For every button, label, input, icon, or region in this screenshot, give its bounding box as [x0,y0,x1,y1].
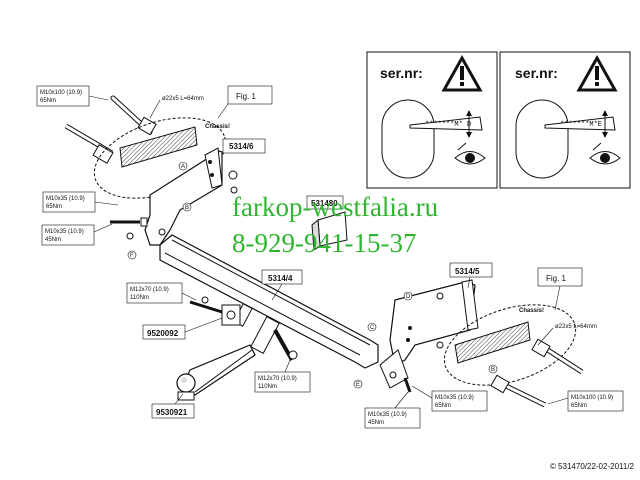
bracket-right [379,279,479,393]
spec-bolt-low-left: M10x35 (10.9) 45Nm [41,223,113,246]
spec-bolt-right-mid: M10x35 (10.9) 65Nm [411,385,488,412]
fig-label-left: Fig. 1 [217,85,273,119]
svg-text:Fig. 1: Fig. 1 [546,274,567,283]
chassis-note-right: Chassis! [519,308,544,314]
svg-text:5314/6: 5314/6 [229,142,254,151]
svg-text:M10x35 (10.9): M10x35 (10.9) [368,412,407,418]
serial-number-inset-right: ser.nr: *******M*E [499,51,631,189]
part-label-crossbar: 5314/4 [261,269,303,301]
sernr-label-right: ser.nr: [515,65,558,81]
circle-label-c: C [370,325,375,331]
left-bolt-and-pipe-assembly [64,95,227,199]
spec-pipe-left: ø22x5 L=64mm [149,96,204,119]
circle-label-f: F [130,253,134,259]
svg-text:9530921: 9530921 [156,408,188,417]
bolts-center [110,170,298,361]
svg-text:M10x35 (10.9): M10x35 (10.9) [45,229,84,235]
fig-label-right: Fig. 1 [537,267,583,311]
watermark-phone: 8-929-941-15-37 [232,228,417,258]
svg-text:110Nm: 110Nm [130,295,149,301]
right-bolt-and-pipe-assembly [443,304,584,408]
electric-kit [189,296,241,326]
copyright-note: © 531470/22-02-2011/2 [549,462,634,471]
svg-text:Fig. 1: Fig. 1 [236,92,257,101]
spec-bolt-m12-center: M12x70 (10.9) 110Nm [254,359,311,393]
svg-text:65Nm: 65Nm [46,204,62,210]
eye-icon [454,142,486,165]
svg-text:M10x100 (10.9): M10x100 (10.9) [40,90,82,96]
part-label-bracket-left: 5314/6 [222,138,266,154]
svg-text:9520092: 9520092 [147,329,179,338]
part-label-towball: 9530921 [151,393,195,419]
circle-label-a: A [181,164,185,170]
svg-text:110Nm: 110Nm [258,384,277,390]
circle-label-d: D [406,294,411,300]
spec-pipe-right: ø22x5 L=64mm [537,324,597,346]
part-label-socket-plate: 531480 [306,195,344,210]
circle-label-e: E [356,382,360,388]
socket-plate [311,211,348,251]
svg-text:65Nm: 65Nm [571,403,587,409]
spec-bolt-bottom-center: M10x35 (10.9) 45Nm [364,391,421,429]
spec-bolt-mid-left: M10x35 (10.9) 65Nm [42,191,119,213]
eye-icon [589,142,621,165]
svg-text:5314/5: 5314/5 [455,267,480,276]
part-label-electric-kit: 9520092 [142,317,223,340]
spec-bolt-right: M10x100 (10.9) 65Nm [547,390,624,412]
chassis-note-left: Chassis! [205,124,230,130]
spec-bolt-top-left: M10x100 (10.9) 65Nm [36,85,109,107]
svg-text:M10x35 (10.9): M10x35 (10.9) [46,196,85,202]
serial-left: *******M* D [425,121,471,129]
svg-text:ø22x5 L=64mm: ø22x5 L=64mm [555,324,597,330]
circle-label-b-right: B [491,367,495,373]
towball [176,344,256,401]
watermark-site: farkop-westfalia.ru [232,192,439,222]
svg-text:5314/4: 5314/4 [268,274,293,283]
sernr-label-left: ser.nr: [380,65,423,81]
svg-text:M10x100 (10.9): M10x100 (10.9) [571,395,613,401]
svg-text:M10x35 (10.9): M10x35 (10.9) [435,395,474,401]
warning-icon [441,54,483,92]
svg-text:45Nm: 45Nm [368,420,384,426]
serial-number-inset-left: ser.nr: *******M* D [366,51,498,189]
crossbar [159,234,379,369]
svg-text:ø22x5 L=64mm: ø22x5 L=64mm [162,96,204,102]
svg-text:65Nm: 65Nm [435,403,451,409]
svg-text:531480: 531480 [311,199,338,208]
svg-text:M12x70 (10.9): M12x70 (10.9) [130,287,169,293]
svg-text:M12x70 (10.9): M12x70 (10.9) [258,376,297,382]
svg-text:45Nm: 45Nm [45,237,61,243]
warning-icon [576,54,618,92]
part-label-bracket-right: 5314/5 [449,262,493,289]
svg-text:65Nm: 65Nm [40,98,56,104]
bracket-left [144,147,223,246]
circle-label-b-left: B [185,205,189,211]
serial-right: *******M*E [560,121,602,129]
spec-bolt-m12-left: M12x70 (10.9) 110Nm [126,282,197,304]
